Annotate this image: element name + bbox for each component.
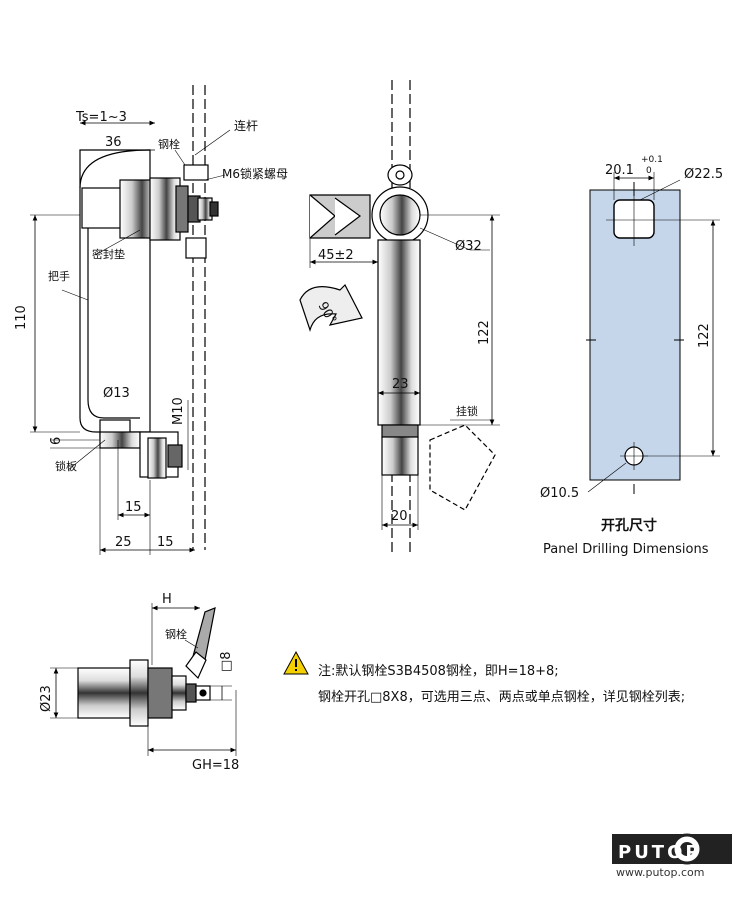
putop-logo: PUTOP www.putop.com [612, 830, 732, 880]
tol-up: +0.1 [641, 155, 663, 165]
bolt-detail-labels: H 钢栓 □8 Ø23 GH=18 [39, 592, 239, 773]
logo-url: www.putop.com [616, 866, 704, 879]
dim-32: Ø32 [455, 239, 482, 254]
drilling-view-labels: 20.1 +0.1 0 Ø22.5 122 Ø10.5 [540, 155, 723, 501]
dim-122: 122 [477, 320, 492, 345]
dim-15a: 15 [125, 500, 142, 515]
caption-cn: 开孔尺寸 [601, 518, 657, 534]
dim-6: 6 [49, 437, 64, 445]
warning-icon [283, 650, 309, 675]
label-padlock: 挂锁 [456, 404, 478, 418]
dim-122-panel: 122 [697, 323, 712, 348]
dim-h: H [162, 592, 172, 607]
dim-20-1: 20.1 [605, 163, 634, 178]
dim-20: 20 [391, 509, 408, 524]
dim-36: 36 [105, 135, 122, 150]
label-nut: M6锁紧螺母 [222, 166, 288, 181]
label-bolt: 钢栓 [158, 137, 180, 151]
label-seal: 密封垫 [92, 247, 125, 261]
label-handle: 把手 [48, 269, 70, 283]
dim-110: 110 [14, 305, 29, 330]
dim-13: Ø13 [103, 386, 130, 401]
label-bolt-detail: 钢栓 [165, 627, 187, 641]
dim-25: 25 [115, 535, 132, 550]
dim-22-5: Ø22.5 [684, 167, 723, 182]
dim-23: 23 [392, 377, 409, 392]
bolt-detail-view [50, 603, 237, 756]
dim-45: 45±2 [318, 248, 354, 263]
label-rod: 连杆 [234, 118, 258, 133]
dim-8: □8 [219, 651, 234, 672]
dim-23-bolt: Ø23 [39, 685, 54, 712]
label-plate: 锁板 [55, 459, 77, 473]
side-view-labels: Ts=1~3 36 110 6 Ø13 M10 15 25 15 钢栓 连杆 M… [14, 110, 288, 550]
side-view [30, 85, 231, 555]
dim-10-5: Ø10.5 [540, 486, 579, 501]
dim-15b: 15 [157, 535, 174, 550]
note-line-1: 注:默认钢栓S3B4508钢栓，即H=18+8; [318, 664, 559, 679]
caption-en: Panel Drilling Dimensions [543, 542, 709, 557]
tol-down: 0 [646, 166, 652, 176]
note-line-2: 钢栓开孔□8X8，可选用三点、两点或单点钢栓，详见钢栓列表; [318, 690, 686, 705]
dim-m10: M10 [171, 397, 186, 425]
ts-label: Ts=1~3 [75, 110, 127, 125]
drilling-view [586, 172, 720, 494]
logo-brand-text: PUTOP [618, 842, 702, 863]
dim-gh: GH=18 [192, 758, 239, 773]
front-view [299, 80, 500, 555]
